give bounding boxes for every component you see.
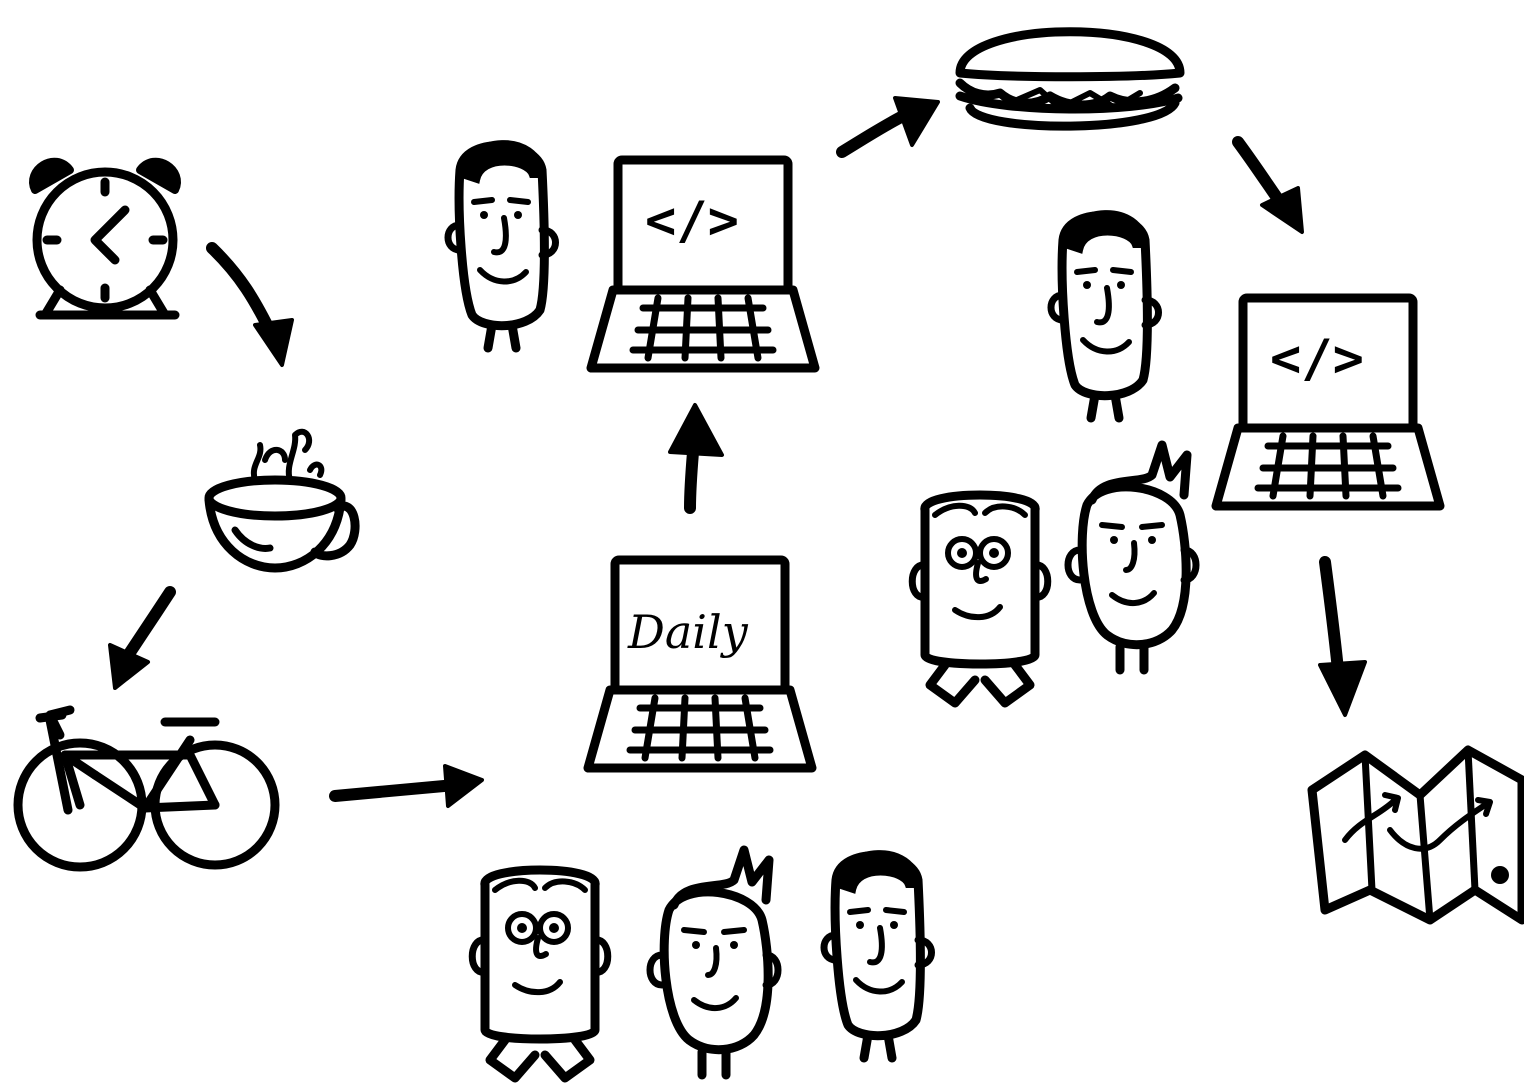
arrow-coding-to-map (1320, 562, 1365, 715)
arrow-sandwich-to-coding (1238, 142, 1302, 232)
bicycle-icon (18, 710, 275, 867)
daily-person-glasses (472, 870, 608, 1078)
coding-person (448, 143, 556, 348)
afternoon-person (1051, 213, 1159, 418)
coding-laptop-icon: </> (591, 160, 815, 368)
daily-person-dark-hair (824, 853, 932, 1058)
arrow-daily-to-coding (670, 405, 722, 508)
sandwich-icon (960, 32, 1180, 126)
afternoon-screen-label: </> (1270, 329, 1364, 389)
arrow-bike-to-daily (335, 766, 482, 806)
arrow-coffee-to-bike (110, 592, 170, 688)
afternoon-laptop-icon: </> (1216, 298, 1440, 506)
pair-person-spiky (1068, 445, 1196, 670)
coding-screen-label: </> (645, 191, 739, 251)
daily-screen-label: Daily (627, 605, 749, 659)
pair-person-glasses (912, 495, 1048, 703)
daily-person-spiky (650, 850, 778, 1075)
coffee-cup-icon (209, 432, 355, 568)
map-icon (1312, 750, 1522, 920)
alarm-clock-icon (33, 162, 177, 315)
arrow-clock-to-coffee (212, 248, 292, 365)
daily-laptop-icon: Daily (588, 560, 812, 768)
arrow-coding-to-sandwich (842, 98, 938, 152)
